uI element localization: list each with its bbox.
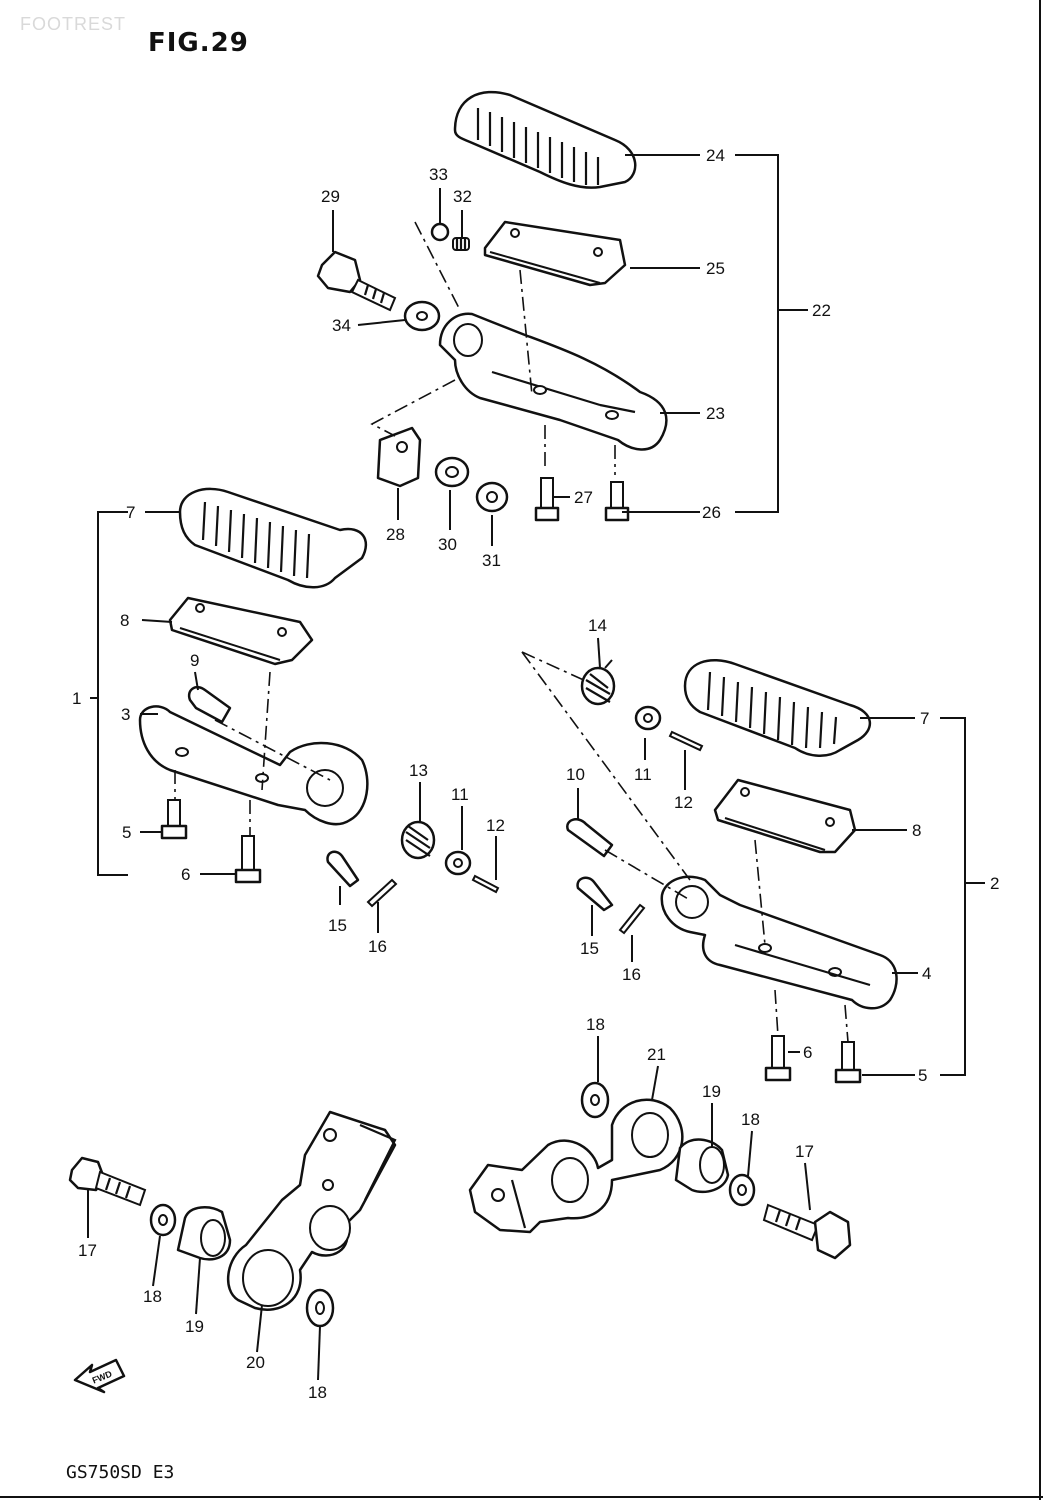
callout-25: 25 — [706, 259, 725, 278]
callout-6-right: 6 — [803, 1043, 812, 1062]
callout-2: 2 — [990, 874, 999, 893]
callout-3: 3 — [121, 705, 130, 724]
bolt-17-left — [68, 1156, 147, 1207]
callout-30: 30 — [438, 535, 457, 554]
washer-18-c — [580, 1081, 610, 1119]
bracket-21 — [468, 1098, 684, 1234]
callout-6-left: 6 — [181, 865, 190, 884]
footrest-4 — [660, 875, 898, 1010]
cotter-12-left — [471, 874, 500, 894]
callout-19-left: 19 — [185, 1317, 204, 1336]
model-code: GS750SD E3 — [66, 1462, 175, 1483]
washer-18-d — [728, 1173, 756, 1207]
bolt-29 — [316, 250, 397, 312]
callout-31: 31 — [482, 551, 501, 570]
callout-8-left: 8 — [120, 611, 129, 630]
callout-28: 28 — [386, 525, 405, 544]
cotter-12-right — [668, 730, 704, 752]
bolt-5-right — [834, 1041, 862, 1084]
cotter-16-left — [366, 878, 398, 908]
spring-13 — [400, 820, 436, 860]
callout-17-left: 17 — [78, 1241, 97, 1260]
callout-1: 1 — [72, 689, 81, 708]
callout-12-right: 12 — [674, 793, 693, 812]
bolt-5-left — [160, 799, 188, 840]
callout-14: 14 — [588, 616, 607, 635]
washer-18-b — [305, 1288, 335, 1328]
callout-11-left: 11 — [451, 785, 469, 804]
front-direction-arrow: FWD — [73, 1358, 126, 1394]
callout-18-b: 18 — [308, 1383, 327, 1402]
callout-12-left: 12 — [486, 816, 505, 835]
callout-20: 20 — [246, 1353, 265, 1372]
bushing-19-left — [176, 1206, 232, 1261]
footrest-rubber-7-right — [683, 659, 871, 757]
callout-13: 13 — [409, 761, 428, 780]
figure-title: FIG.29 — [148, 28, 249, 58]
bolt-6-right — [764, 1035, 792, 1082]
footrest-23 — [438, 312, 668, 451]
callout-11-right: 11 — [634, 765, 652, 784]
spring-32 — [452, 237, 470, 251]
footrest-rubber-24 — [453, 90, 637, 189]
pin-15-right — [576, 876, 614, 912]
callout-15-right: 15 — [580, 939, 599, 958]
callout-4: 4 — [922, 964, 931, 983]
pin-15-left — [326, 850, 360, 888]
callout-10: 10 — [566, 765, 585, 784]
bolt-17-right — [762, 1203, 852, 1260]
bolt-6-left — [234, 835, 262, 884]
bolt-26 — [604, 481, 630, 522]
callout-21: 21 — [647, 1045, 666, 1064]
callout-17-right: 17 — [795, 1142, 814, 1161]
callout-18-c: 18 — [586, 1015, 605, 1034]
washer-11-right — [634, 705, 662, 731]
washer-30 — [434, 456, 470, 488]
callout-8-right: 8 — [912, 821, 921, 840]
callout-26: 26 — [702, 503, 721, 522]
footrest-plate-25 — [483, 220, 627, 287]
callout-29: 29 — [321, 187, 340, 206]
footrest-3 — [138, 705, 369, 826]
callout-5-left: 5 — [122, 823, 131, 842]
callout-9: 9 — [190, 651, 199, 670]
washer-18-a — [149, 1203, 177, 1237]
callout-34: 34 — [332, 316, 351, 335]
watermark-text: FOOTREST — [20, 14, 126, 34]
callout-27: 27 — [574, 488, 593, 507]
bracket-28 — [376, 426, 422, 488]
nut-31 — [475, 481, 509, 513]
callout-22: 22 — [812, 301, 831, 320]
bolt-27 — [534, 477, 560, 522]
washer-11-left — [444, 850, 472, 876]
footrest-rubber-7-left — [178, 487, 368, 589]
callout-32: 32 — [453, 187, 472, 206]
callout-18-d: 18 — [741, 1110, 760, 1129]
bushing-19-right — [674, 1138, 730, 1194]
callout-24: 24 — [706, 146, 725, 165]
footrest-plate-8-right — [713, 778, 857, 854]
callout-23: 23 — [706, 404, 725, 423]
cotter-16-right — [618, 903, 646, 935]
bracket-20 — [226, 1110, 397, 1311]
pin-9 — [187, 685, 232, 724]
washer-34 — [403, 300, 441, 332]
callout-19-right: 19 — [702, 1082, 721, 1101]
footrest-plate-8-left — [168, 596, 314, 666]
callout-16-right: 16 — [622, 965, 641, 984]
ball-33 — [430, 222, 450, 242]
callout-16-left: 16 — [368, 937, 387, 956]
callout-7-right: 7 — [920, 709, 929, 728]
spring-14 — [580, 659, 616, 706]
callout-7-left: 7 — [126, 503, 135, 522]
callout-18-a: 18 — [143, 1287, 162, 1306]
callout-15-left: 15 — [328, 916, 347, 935]
callout-33: 33 — [429, 165, 448, 184]
callout-5-right: 5 — [918, 1066, 927, 1085]
